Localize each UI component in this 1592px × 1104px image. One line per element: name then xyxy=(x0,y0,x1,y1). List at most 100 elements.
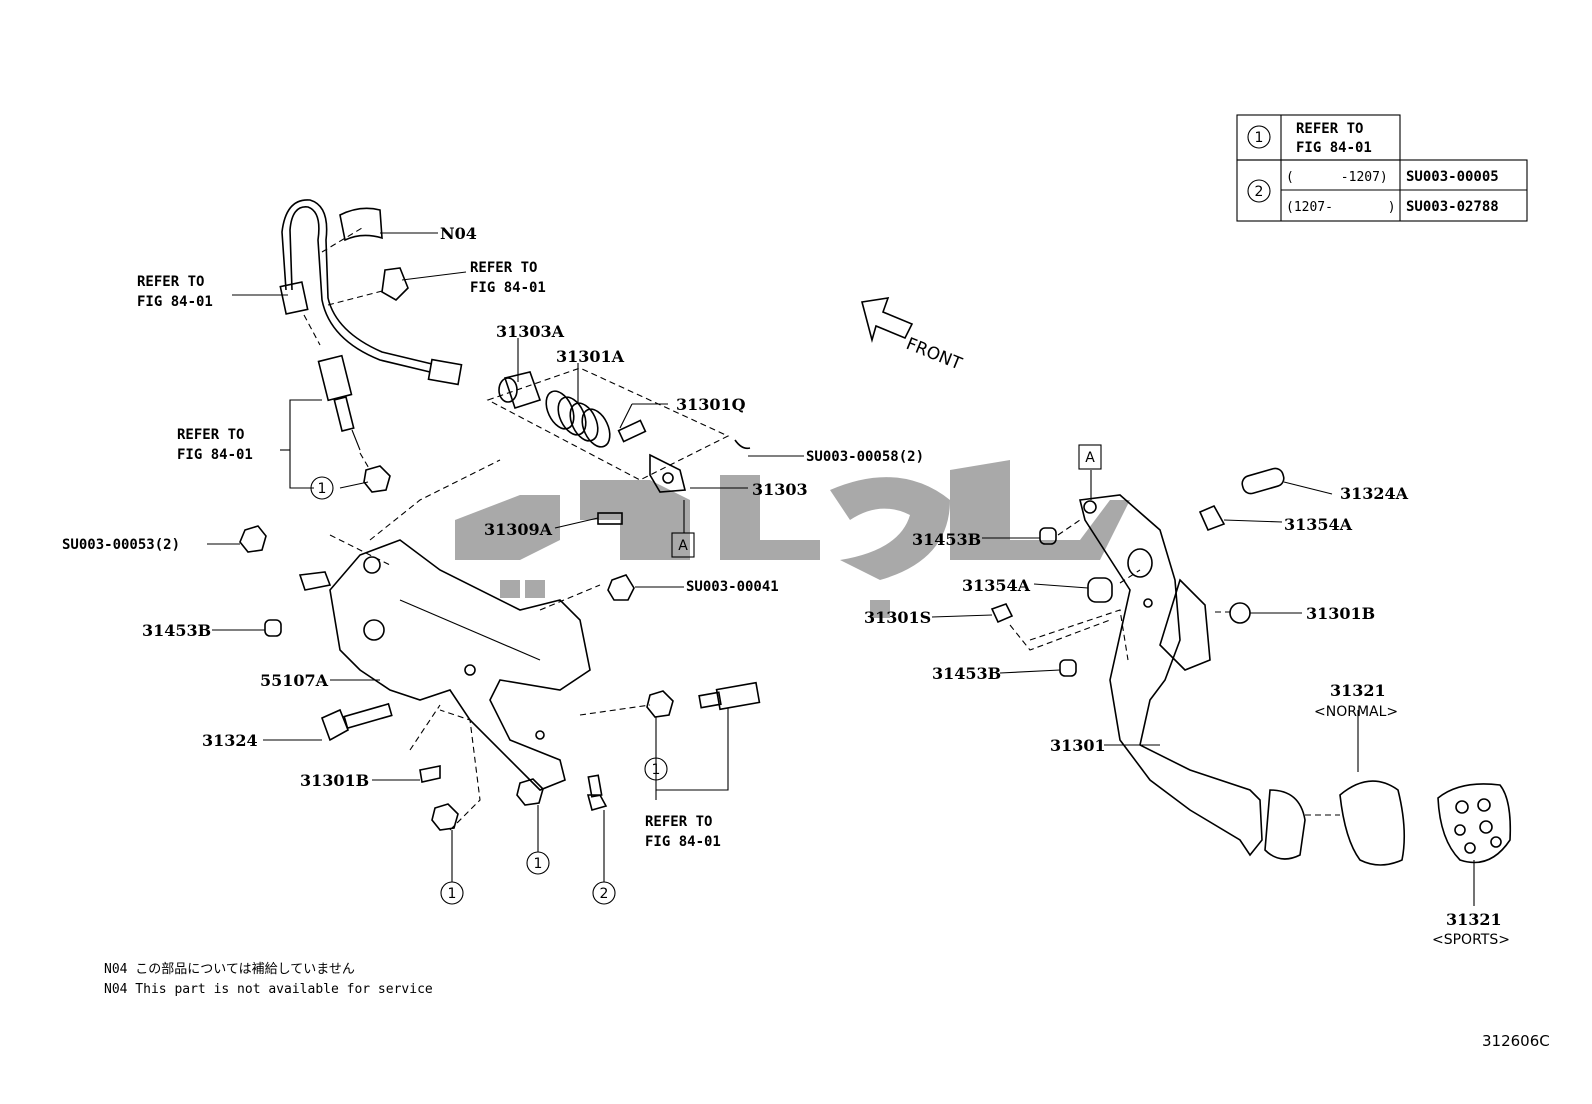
watermark-logo xyxy=(455,460,1130,618)
diagram-code: 312606C xyxy=(1482,1032,1550,1050)
label-refer2-l2: FIG 84-01 xyxy=(137,294,213,310)
range-2: (1207- ) xyxy=(1286,200,1396,215)
label-31354A-right: 31354A xyxy=(1284,515,1353,534)
label-refer3-l2: FIG 84-01 xyxy=(177,447,253,463)
range-2-part: SU003-02788 xyxy=(1406,199,1499,215)
circle-marker-lower-1b: 1 xyxy=(526,851,550,875)
stud-bolt xyxy=(298,571,332,591)
connector-right xyxy=(427,358,463,386)
spring-seat xyxy=(503,371,542,410)
circle-marker-lower-2-text: 2 xyxy=(600,886,609,902)
circle-marker-switch-text: 1 xyxy=(318,481,327,497)
collar-31324A xyxy=(1241,467,1285,495)
label-31321-normal: 31321 xyxy=(1330,681,1386,700)
range-1-part: SU003-00005 xyxy=(1406,169,1499,185)
switch-nut xyxy=(363,465,391,493)
circle-marker-lower-1a: 1 xyxy=(440,881,464,905)
label-n04: N04 xyxy=(440,224,477,243)
marker-box-a-center: A xyxy=(671,532,695,558)
label-31301: 31301 xyxy=(1050,736,1106,755)
stop-switch xyxy=(317,354,353,402)
label-su003-00053: SU003-00053(2) xyxy=(62,537,180,553)
clevis-31303 xyxy=(649,453,687,493)
circle-marker-switch-lower-text: 1 xyxy=(652,762,661,778)
label-31324: 31324 xyxy=(202,731,258,750)
label-31303A: 31303A xyxy=(496,322,565,341)
label-31303: 31303 xyxy=(752,480,808,499)
front-arrow: FRONT xyxy=(861,297,965,375)
label-31309A: 31309A xyxy=(484,520,553,539)
label-31301A: 31301A xyxy=(556,347,625,366)
label-55107A: 55107A xyxy=(260,671,329,690)
label-refer1-l2: FIG 84-01 xyxy=(470,280,546,296)
label-31453B-right-top: 31453B xyxy=(912,530,981,549)
clip-su58 xyxy=(734,439,751,450)
label-su003-00058: SU003-00058(2) xyxy=(806,449,924,465)
switch-lower xyxy=(715,681,761,711)
clip-part xyxy=(381,267,409,301)
label-31301B-right: 31301B xyxy=(1306,604,1375,623)
label-31453B-right-bottom: 31453B xyxy=(932,664,1001,683)
bushing-31354A-top xyxy=(1198,504,1226,532)
nut-su53 xyxy=(239,525,267,553)
leader-lines xyxy=(207,232,1475,906)
nut-lower-1 xyxy=(431,803,459,831)
stopper-31301S xyxy=(990,603,1014,624)
pedal-bracket xyxy=(298,459,651,791)
pin-31301Q xyxy=(617,419,647,443)
label-31301S: 31301S xyxy=(864,608,931,627)
circle-marker-lower-2: 2 xyxy=(592,881,616,905)
nut-su41 xyxy=(607,574,635,601)
label-31301B-left: 31301B xyxy=(300,771,369,790)
front-label: FRONT xyxy=(903,334,965,375)
circle-marker-switch: 1 xyxy=(310,476,334,500)
nut-switch-lower xyxy=(646,690,674,718)
bushing-31453B-right-bottom xyxy=(1059,659,1077,677)
hardware-right xyxy=(990,467,1285,677)
label-refer2-l1: REFER TO xyxy=(137,274,204,290)
label-refer4-l1: REFER TO xyxy=(645,814,712,830)
circle-marker-lower-1a-text: 1 xyxy=(448,886,457,902)
refer-table: 1 REFER TO FIG 84-01 2 ( -1207) SU003-00… xyxy=(1236,114,1528,222)
note-english: N04 This part is not available for servi… xyxy=(104,982,433,997)
circle-marker-switch-lower: 1 xyxy=(644,757,668,781)
circle-marker-lower-1b-text: 1 xyxy=(534,856,543,872)
hardware-left xyxy=(239,525,761,831)
spring-coil xyxy=(545,390,611,448)
harness-group xyxy=(279,199,463,493)
label-31301Q: 31301Q xyxy=(676,395,746,414)
nut-lower-2 xyxy=(516,778,544,806)
bushing-31453B-left xyxy=(264,619,282,637)
pedal-pad-normal xyxy=(1339,780,1406,866)
label-31321-sports: 31321 xyxy=(1446,910,1502,929)
label-su003-00041: SU003-00041 xyxy=(686,579,779,595)
label-refer1-l1: REFER TO xyxy=(470,260,537,276)
n04-clamp xyxy=(339,207,383,242)
bolt-31324-head xyxy=(320,708,350,742)
refer-table-text-1: REFER TO xyxy=(1296,121,1363,137)
label-refer4-l2: FIG 84-01 xyxy=(645,834,721,850)
label-31453B-left: 31453B xyxy=(142,621,211,640)
marker-circle-1 xyxy=(1247,125,1271,149)
marker-2-text: 2 xyxy=(1255,184,1264,200)
bolt-31324-shank xyxy=(343,702,393,730)
marker-box-a-right: A xyxy=(1078,444,1102,470)
note-japanese: N04 この部品については補給していません xyxy=(104,962,355,977)
marker-circle-2 xyxy=(1247,179,1271,203)
label-31324A: 31324A xyxy=(1340,484,1409,503)
bushing-31354A-mid xyxy=(1087,577,1113,603)
stopper-31301B-right xyxy=(1229,602,1251,624)
box-a-center-text: A xyxy=(678,538,688,554)
label-sports: <SPORTS> xyxy=(1432,932,1510,948)
spring-assembly xyxy=(486,367,751,525)
stopper-31301B-left xyxy=(419,765,441,783)
box-a-right-text: A xyxy=(1085,450,1095,466)
marker-1-text: 1 xyxy=(1255,130,1264,146)
pedal-pad-sports xyxy=(1437,783,1512,864)
pedal-pad xyxy=(1264,789,1306,860)
label-31354A-mid: 31354A xyxy=(962,576,1031,595)
label-refer3-l1: REFER TO xyxy=(177,427,244,443)
bushing-31453B-right-top xyxy=(1039,527,1057,545)
